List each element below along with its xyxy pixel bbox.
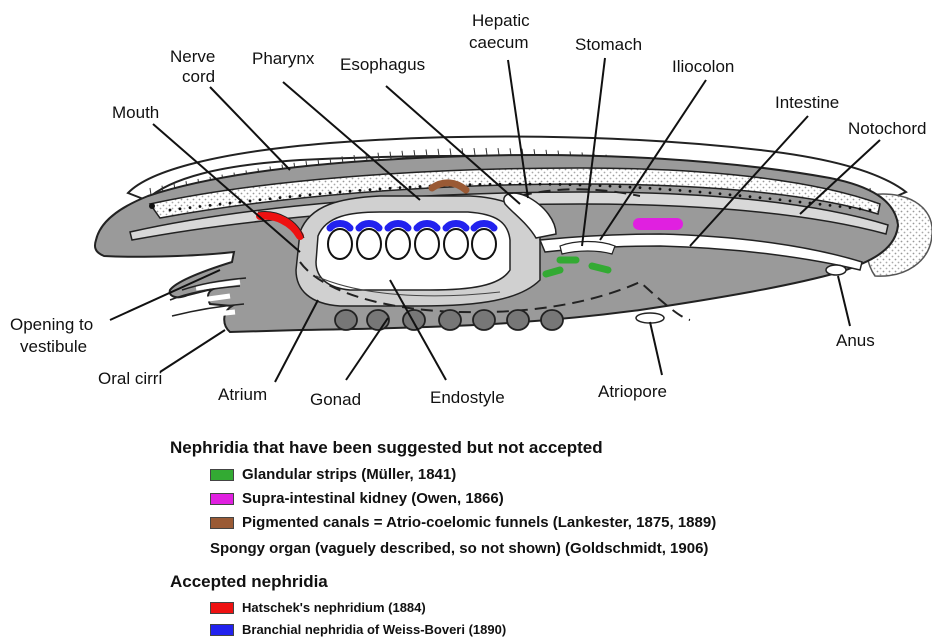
legend-swatch-red xyxy=(210,602,234,614)
label-pharynx: Pharynx xyxy=(252,49,315,68)
label-endostyle: Endostyle xyxy=(430,388,505,407)
legend-swatch-magenta xyxy=(210,493,234,505)
gonad xyxy=(439,310,461,330)
legend-accepted-title: Accepted nephridia xyxy=(170,572,328,592)
gill-slit xyxy=(472,229,496,259)
legend-label: Branchial nephridia of Weiss-Boveri (189… xyxy=(242,622,506,637)
gill-slit xyxy=(444,229,468,259)
legend-swatch-green xyxy=(210,469,234,481)
gill-slit xyxy=(357,229,381,259)
legend-label: Pigmented canals = Atrio-coelomic funnel… xyxy=(242,514,716,531)
legend-swatch-brown xyxy=(210,517,234,529)
supra-intestinal-kidney xyxy=(633,218,683,230)
legend-item-branchial: Branchial nephridia of Weiss-Boveri (189… xyxy=(210,622,506,637)
label-gonad: Gonad xyxy=(310,390,361,409)
label-intestine: Intestine xyxy=(775,93,839,112)
label-notochord: Notochord xyxy=(848,119,926,138)
mouth-opening xyxy=(149,203,155,209)
label-anus: Anus xyxy=(836,331,875,350)
gill-slit xyxy=(415,229,439,259)
legend-suggested-title: Nephridia that have been suggested but n… xyxy=(170,438,603,458)
label-esophagus: Esophagus xyxy=(340,55,425,74)
atriopore-opening xyxy=(636,313,664,323)
gonad xyxy=(507,310,529,330)
legend-item-pigmented-canals: Pigmented canals = Atrio-coelomic funnel… xyxy=(210,514,716,531)
label-atriopore: Atriopore xyxy=(598,382,667,401)
label-stomach: Stomach xyxy=(575,35,642,54)
legend-item-hatschek: Hatschek's nephridium (1884) xyxy=(210,600,426,615)
label-opening-to-vestibule: Opening to vestibule xyxy=(10,315,98,356)
legend-swatch-blue xyxy=(210,624,234,636)
label-oral-cirri: Oral cirri xyxy=(98,369,162,388)
legend-item-supra-intestinal-kidney: Supra-intestinal kidney (Owen, 1866) xyxy=(210,490,504,507)
legend-label: Glandular strips (Müller, 1841) xyxy=(242,466,456,483)
legend-item-glandular-strips: Glandular strips (Müller, 1841) xyxy=(210,466,456,483)
legend-spongy-note: Spongy organ (vaguely described, so not … xyxy=(210,540,708,557)
anus-opening xyxy=(826,265,846,275)
gonad xyxy=(541,310,563,330)
label-mouth: Mouth xyxy=(112,103,159,122)
label-iliocolon: Iliocolon xyxy=(672,57,734,76)
gill-slit xyxy=(386,229,410,259)
gonad xyxy=(335,310,357,330)
lancelet-anatomy-diagram: Mouth Nerve cord Pharynx Esophagus Hepat… xyxy=(0,0,932,430)
label-hepatic-caecum: Hepatic caecum xyxy=(469,11,534,52)
gonad xyxy=(403,310,425,330)
gill-slit xyxy=(328,229,352,259)
legend-label: Hatschek's nephridium (1884) xyxy=(242,600,426,615)
legend-label: Supra-intestinal kidney (Owen, 1866) xyxy=(242,490,504,507)
gonad xyxy=(473,310,495,330)
label-atrium: Atrium xyxy=(218,385,267,404)
label-nerve-cord: Nerve cord xyxy=(170,47,220,86)
